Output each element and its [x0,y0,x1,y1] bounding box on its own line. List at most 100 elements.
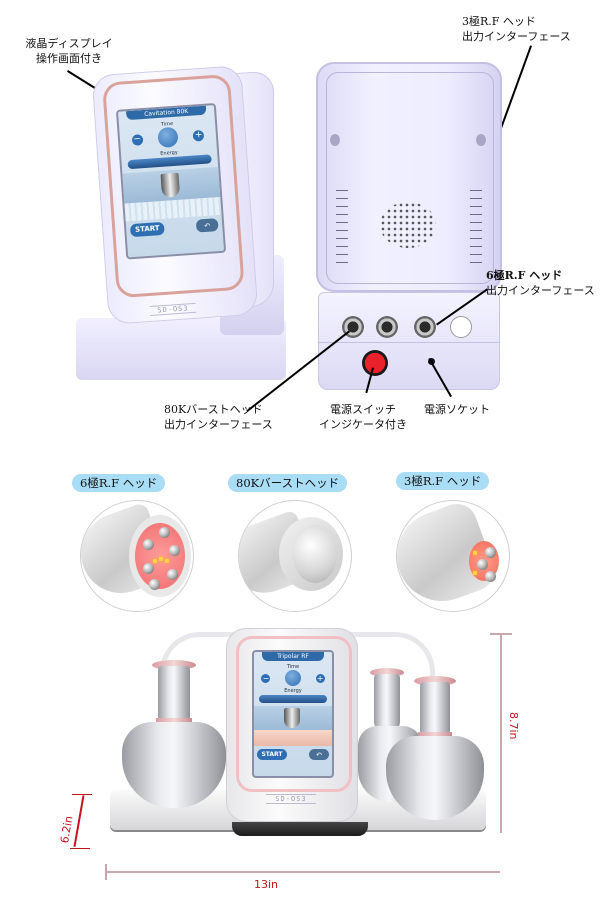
pink-ring [418,732,452,738]
start-button[interactable]: START [257,749,287,760]
electrode [159,527,170,538]
time-plus-button[interactable]: + [315,673,325,683]
time-minus-button[interactable]: − [261,673,271,683]
depth-dimension-cap [72,794,92,796]
head-label-6pole: 6極R.F ヘッド [72,474,166,492]
height-dimension-label: 8.7in [507,712,520,740]
callout-3pole: 3極R.F ヘッド 出力インターフェース [462,14,571,44]
vent-slot [470,262,482,264]
vent-slot [336,198,348,200]
height-dimension-cap [490,633,512,635]
callout-line-2: 出力インターフェース [486,284,595,297]
led [165,559,169,563]
lcd-screen-bottom: Tripolar RF Time − + Energy START ↶ [252,650,334,778]
vent-slot [336,206,348,208]
energy-label: Energy [284,688,302,694]
electrode [169,545,180,556]
vent-slot [336,190,348,192]
cavitation-face [293,525,337,583]
pink-cap [152,660,196,670]
vent-slot [470,214,482,216]
electrode [485,571,496,582]
handpiece-neck [374,674,400,730]
connector-3pole[interactable] [376,316,398,338]
callout-80k: 80Kバーストヘッド 出力インターフェース [164,402,273,432]
height-dimension-line [500,633,502,833]
callout-socket: 電源ソケット [424,402,490,417]
vent-slot [336,254,348,256]
callout-line-1: 電源ソケット [424,403,490,416]
depth-dimension-label: 6.2in [58,814,76,845]
head-label-80k: 80Kバーストヘッド [228,474,348,492]
skin-layer [254,730,332,746]
electrode [143,539,154,550]
front-unit-image: Cavitation 80K Time − + Energy START ↶ S… [70,60,300,400]
vent-slot [336,214,348,216]
electrode [167,569,178,580]
handpiece-body [386,736,484,820]
handpiece-body [122,722,226,808]
pink-cap [414,676,456,686]
callout-line-1: 液晶ディスプレイ [25,37,113,50]
time-knob[interactable] [284,670,301,686]
power-switch[interactable] [362,350,388,376]
time-minus-button[interactable]: − [131,133,144,146]
vent-slot [470,206,482,208]
vent-slot [336,246,348,248]
time-controls: − + [254,670,332,686]
handpiece-right-front [386,676,486,824]
back-unit-base [318,292,500,390]
vent-slot [470,230,482,232]
width-dimension-cap [105,864,107,880]
model-label: SD-OS3 [266,794,316,804]
vent-slot [470,254,482,256]
vent-slot [470,222,482,224]
callout-line-1: 3極R.F ヘッド [462,15,536,28]
depth-dimension-line [73,795,85,847]
probe-icon [284,708,300,728]
probe-icon [160,172,181,198]
base-divider [318,342,500,343]
head-image-3pole [396,500,510,612]
callout-line-1: 電源スイッチ [330,403,396,416]
callout-switch: 電源スイッチ インジケータ付き [316,402,410,432]
led [153,559,157,563]
callout-line-1: 6極R.F ヘッド [486,269,563,282]
vent-slot [470,238,482,240]
vent-slot [336,262,348,264]
screw-hole [330,134,340,146]
time-knob[interactable] [157,126,179,149]
electrode [149,579,160,590]
vent-slot [336,222,348,224]
pink-cap [370,668,404,677]
connector-6pole[interactable] [414,316,436,338]
width-dimension-line [105,871,500,873]
handpiece-left [122,660,232,822]
vent-slot [336,230,348,232]
back-button[interactable]: ↶ [195,218,219,233]
blank-port [450,316,472,338]
time-label: Time [286,664,300,670]
model-label: SD-OS3 [149,302,197,317]
callout-display: 液晶ディスプレイ 操作画面付き [14,36,124,66]
callout-line-2: 出力インターフェース [164,418,273,431]
device-front: Cavitation 80K Time − + Energy START ↶ S… [91,65,259,325]
led [473,571,477,575]
callout-6pole: 6極R.F ヘッド 出力インターフェース [486,268,595,298]
back-button[interactable]: ↶ [309,749,329,760]
depth-dimension-cap [70,848,90,850]
electrode [143,563,154,574]
led [473,551,477,555]
head-image-6pole [80,500,194,612]
energy-slider[interactable] [259,695,327,703]
handpiece-neck [158,666,190,726]
led [159,557,163,561]
width-dimension-label: 13in [254,878,279,891]
vent-slot [336,238,348,240]
start-button[interactable]: START [129,221,165,238]
head-image-80k [238,500,352,612]
treatment-illustration [254,706,332,730]
time-plus-button[interactable]: + [192,129,205,142]
cable-left [160,632,275,681]
speaker-grille [380,202,436,248]
